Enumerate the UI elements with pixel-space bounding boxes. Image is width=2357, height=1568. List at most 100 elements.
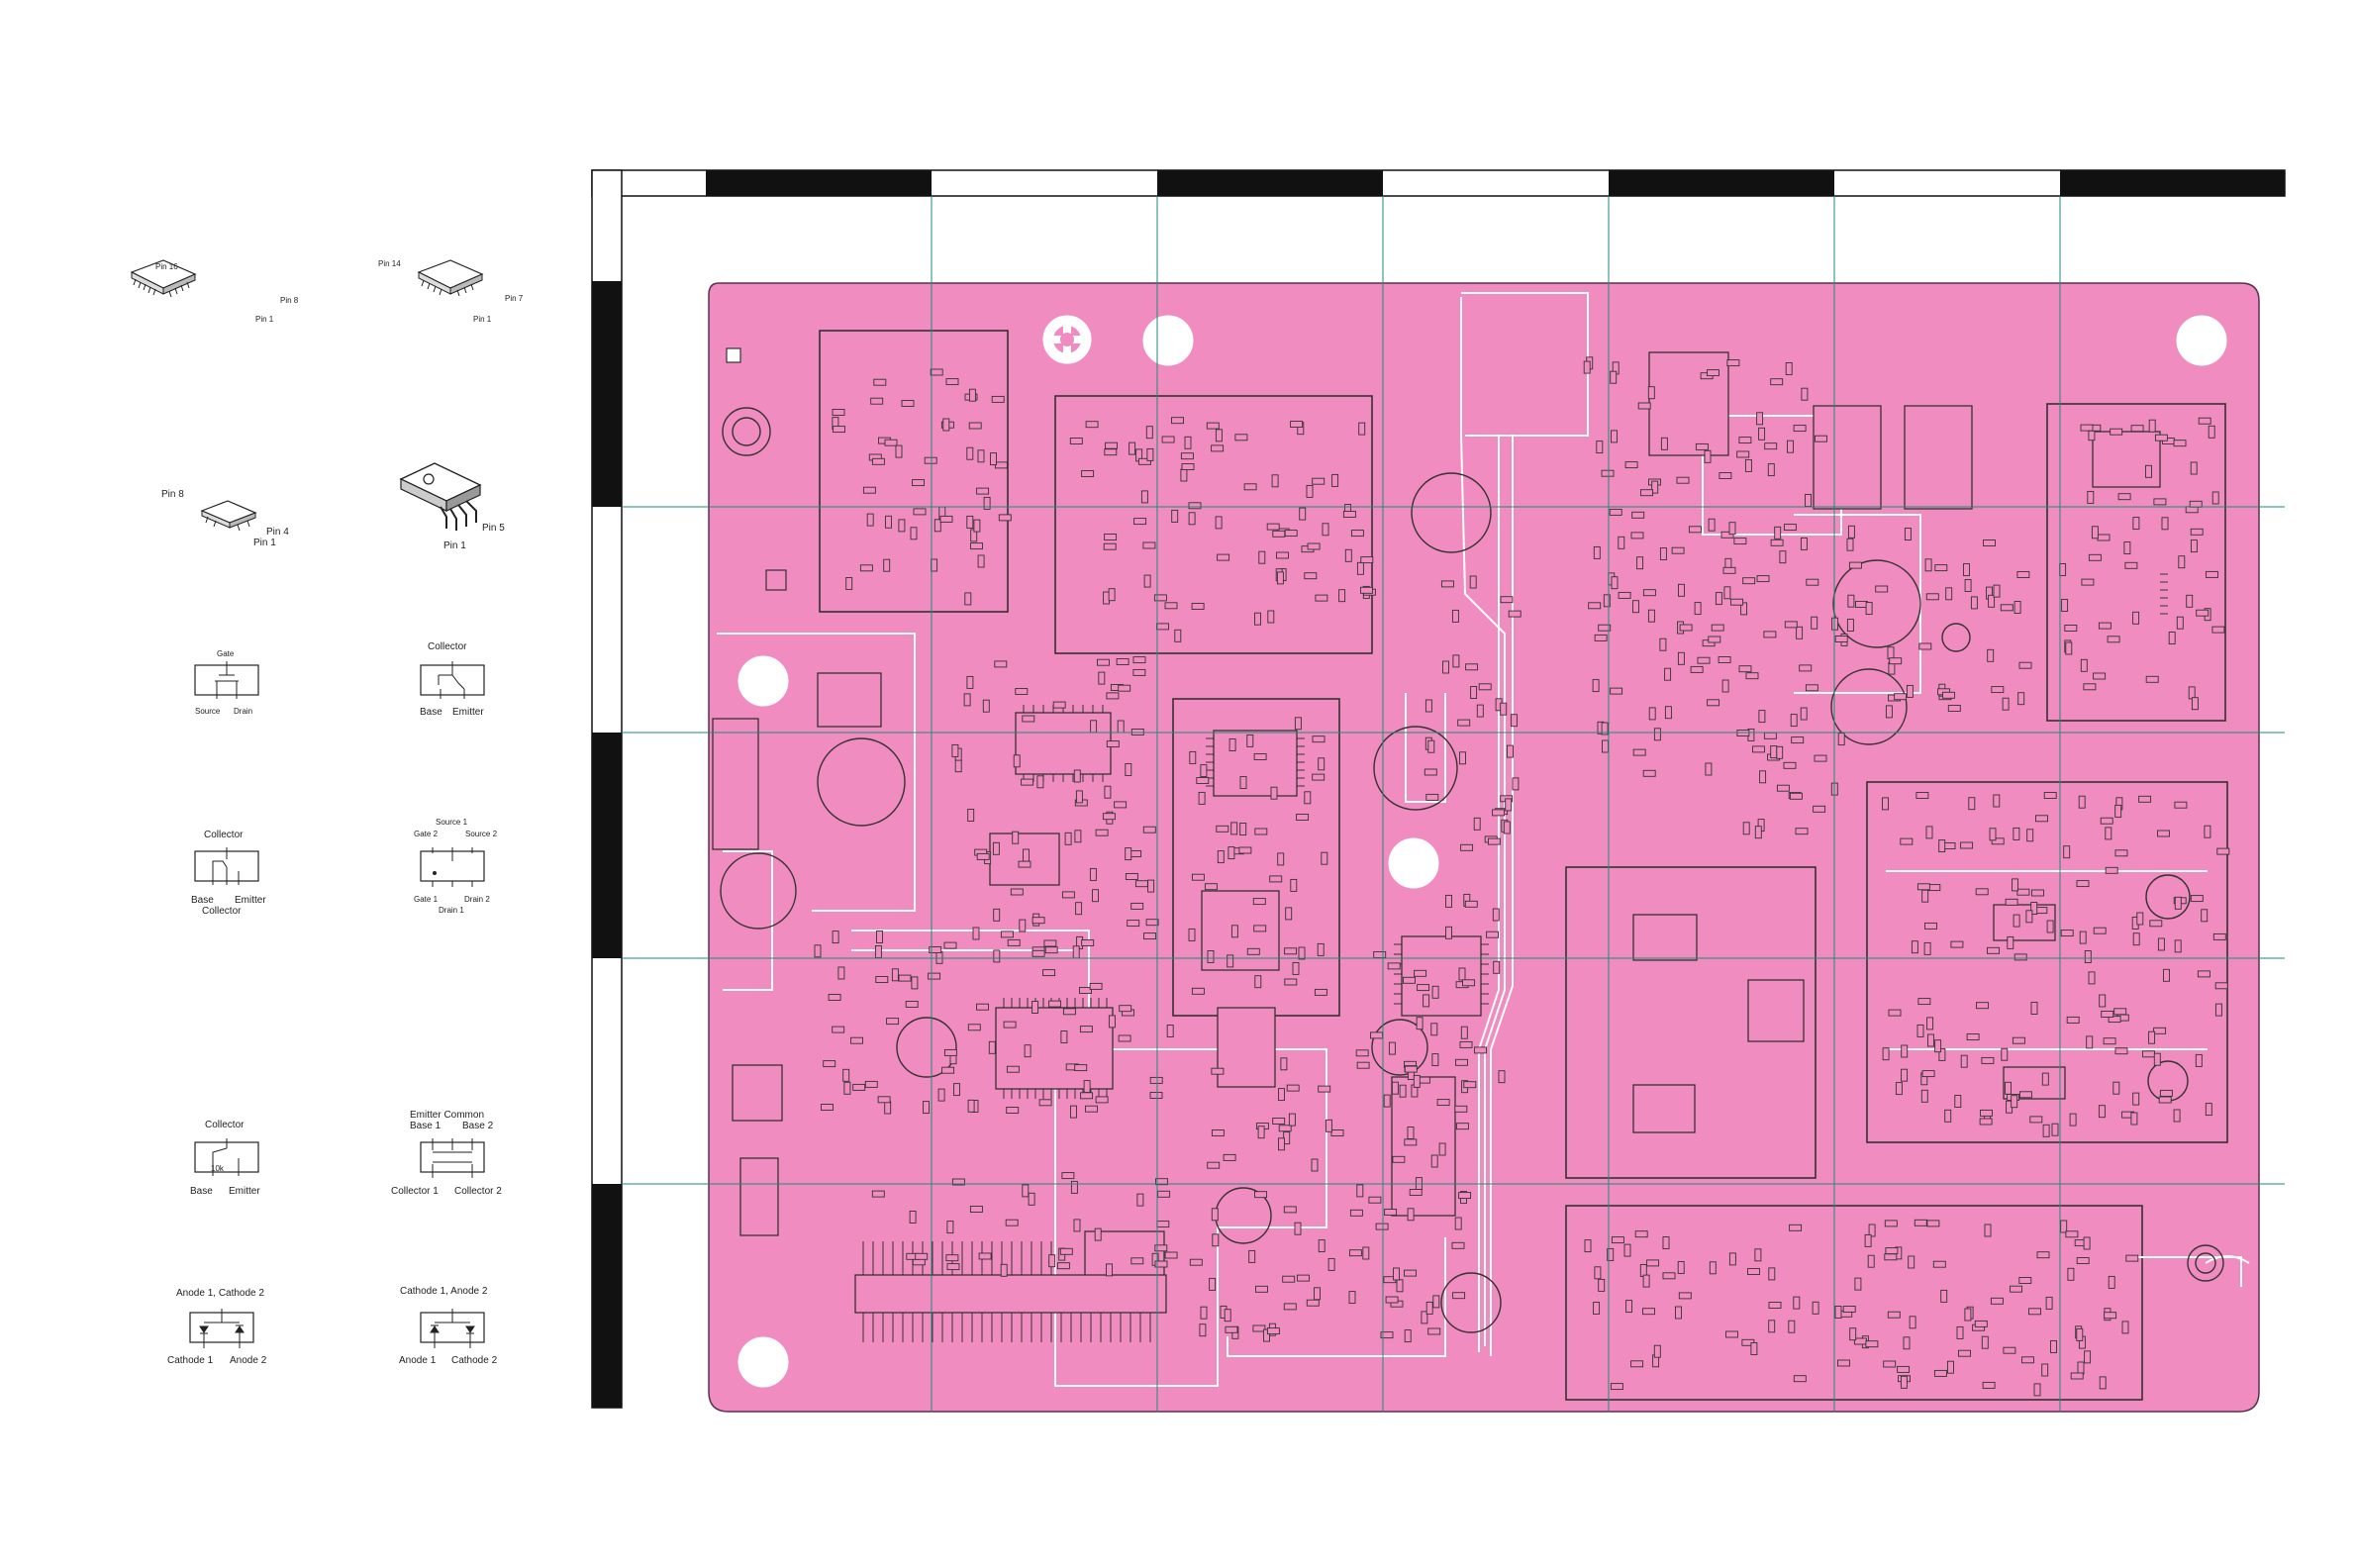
smd-pad xyxy=(1370,1031,1383,1039)
smd-pad xyxy=(935,950,943,964)
smd-pad xyxy=(1756,412,1764,426)
smd-pad xyxy=(1052,701,1066,709)
smd-pad xyxy=(1304,791,1312,805)
smd-pad xyxy=(982,699,990,713)
smd-pad xyxy=(1812,1301,1819,1315)
smd-pad xyxy=(2076,880,2090,888)
fet-gate-label: Gate xyxy=(217,649,235,658)
smd-pad xyxy=(1964,1308,1972,1322)
smd-pad xyxy=(1423,994,1430,1008)
smd-pad xyxy=(1396,1279,1404,1293)
smd-pad xyxy=(977,449,985,463)
smd-pad xyxy=(1588,602,1602,610)
smd-pad xyxy=(1974,1320,1988,1327)
smd-pad xyxy=(913,508,927,516)
smd-pad xyxy=(1916,1024,1924,1037)
smd-pad xyxy=(1296,814,1310,821)
smd-pad xyxy=(1171,417,1184,425)
smd-pad xyxy=(2080,658,2088,672)
smd-pad xyxy=(1007,938,1021,946)
smd-pad xyxy=(1325,1119,1332,1132)
smd-pad xyxy=(1409,1189,1423,1196)
smd-pad xyxy=(1592,679,1600,693)
smd-pad xyxy=(1847,525,1855,539)
smd-pad xyxy=(2110,428,2123,436)
smd-pad xyxy=(1125,847,1132,861)
smd-pad xyxy=(1993,794,2001,808)
smd-pad xyxy=(1770,539,1784,546)
dual-diode-b-top-label: Cathode 1, Anode 2 xyxy=(400,1286,488,1297)
smd-pad xyxy=(1198,791,1206,805)
smd-pad xyxy=(2121,1321,2129,1334)
smd-pad xyxy=(1954,1095,1962,1108)
smd-pad xyxy=(1842,1306,1856,1313)
smd-pad xyxy=(2045,1296,2053,1310)
smd-pad xyxy=(1500,702,1508,716)
shield-outlines xyxy=(819,330,2228,1401)
smd-pad xyxy=(1460,1026,1468,1039)
smd-pad xyxy=(1125,873,1138,880)
smd-pad xyxy=(1445,926,1452,939)
smd-pad xyxy=(2104,1312,2117,1320)
smd-pad xyxy=(2033,1383,2041,1397)
smd-pad xyxy=(1321,851,1328,865)
smd-pad xyxy=(1770,378,1784,386)
msop8-pin4-label: Pin 4 xyxy=(266,527,289,538)
smd-pad xyxy=(1188,928,1196,941)
smd-pad xyxy=(1611,1236,1624,1244)
smd-pad xyxy=(1610,687,1623,695)
smd-pad xyxy=(1793,425,1807,433)
smd-pad xyxy=(2030,1002,2038,1015)
smd-pad xyxy=(1609,508,1622,516)
smd-pad xyxy=(1239,776,1247,789)
smd-pad xyxy=(2061,599,2069,612)
smd-pad xyxy=(1618,536,1625,549)
smd-pad xyxy=(1651,480,1659,494)
smd-pad xyxy=(1211,1067,1225,1075)
smd-pad xyxy=(1744,458,1752,472)
smd-pad xyxy=(1875,585,1889,593)
smd-pad xyxy=(876,931,883,943)
dual-fet-gate2-label: Gate 2 xyxy=(414,830,439,838)
smd-pad xyxy=(1694,602,1702,616)
frame-ruler-top xyxy=(591,169,2286,197)
smd-pad xyxy=(1069,438,1083,444)
smd-pad xyxy=(2060,1220,2068,1233)
smd-pad xyxy=(2148,419,2156,433)
smd-pad xyxy=(1455,1123,1469,1130)
smd-pad xyxy=(1754,826,1762,839)
smd-pad xyxy=(2084,1350,2092,1364)
smd-pad xyxy=(1358,422,1366,436)
smd-pad xyxy=(1349,1209,1363,1217)
smd-pad xyxy=(1944,1109,1952,1123)
smd-pad xyxy=(1253,753,1267,760)
smd-pad xyxy=(2007,935,2014,949)
smd-pad xyxy=(2043,792,2057,799)
smd-pad xyxy=(1206,422,1220,430)
smd-pad xyxy=(1254,612,1261,626)
smd-pad xyxy=(2030,902,2038,915)
smd-pad xyxy=(1970,596,1978,610)
smd-pad xyxy=(1726,359,1740,367)
smd-pad xyxy=(1421,1311,1428,1324)
smd-pad xyxy=(1594,1266,1602,1280)
smd-pad xyxy=(1458,1192,1472,1200)
smd-pad xyxy=(2005,1081,2012,1095)
smd-pad xyxy=(2174,896,2182,910)
smd-pad xyxy=(1707,369,1719,377)
smd-pad xyxy=(1675,1306,1682,1320)
smd-pad xyxy=(1059,1247,1073,1255)
smd-pad xyxy=(930,368,943,376)
smd-pad xyxy=(1705,762,1713,776)
smd-pad xyxy=(1788,1320,1796,1333)
smd-pad xyxy=(1005,1219,1019,1226)
smd-pad xyxy=(1215,516,1223,530)
smd-pad xyxy=(1156,623,1169,631)
smd-pad xyxy=(1424,768,1437,776)
smd-pad xyxy=(1715,592,1722,606)
smd-pad xyxy=(1442,660,1449,674)
smd-pad xyxy=(1583,360,1591,374)
smd-pad xyxy=(2010,1285,2022,1293)
smd-pad xyxy=(1404,1065,1418,1073)
